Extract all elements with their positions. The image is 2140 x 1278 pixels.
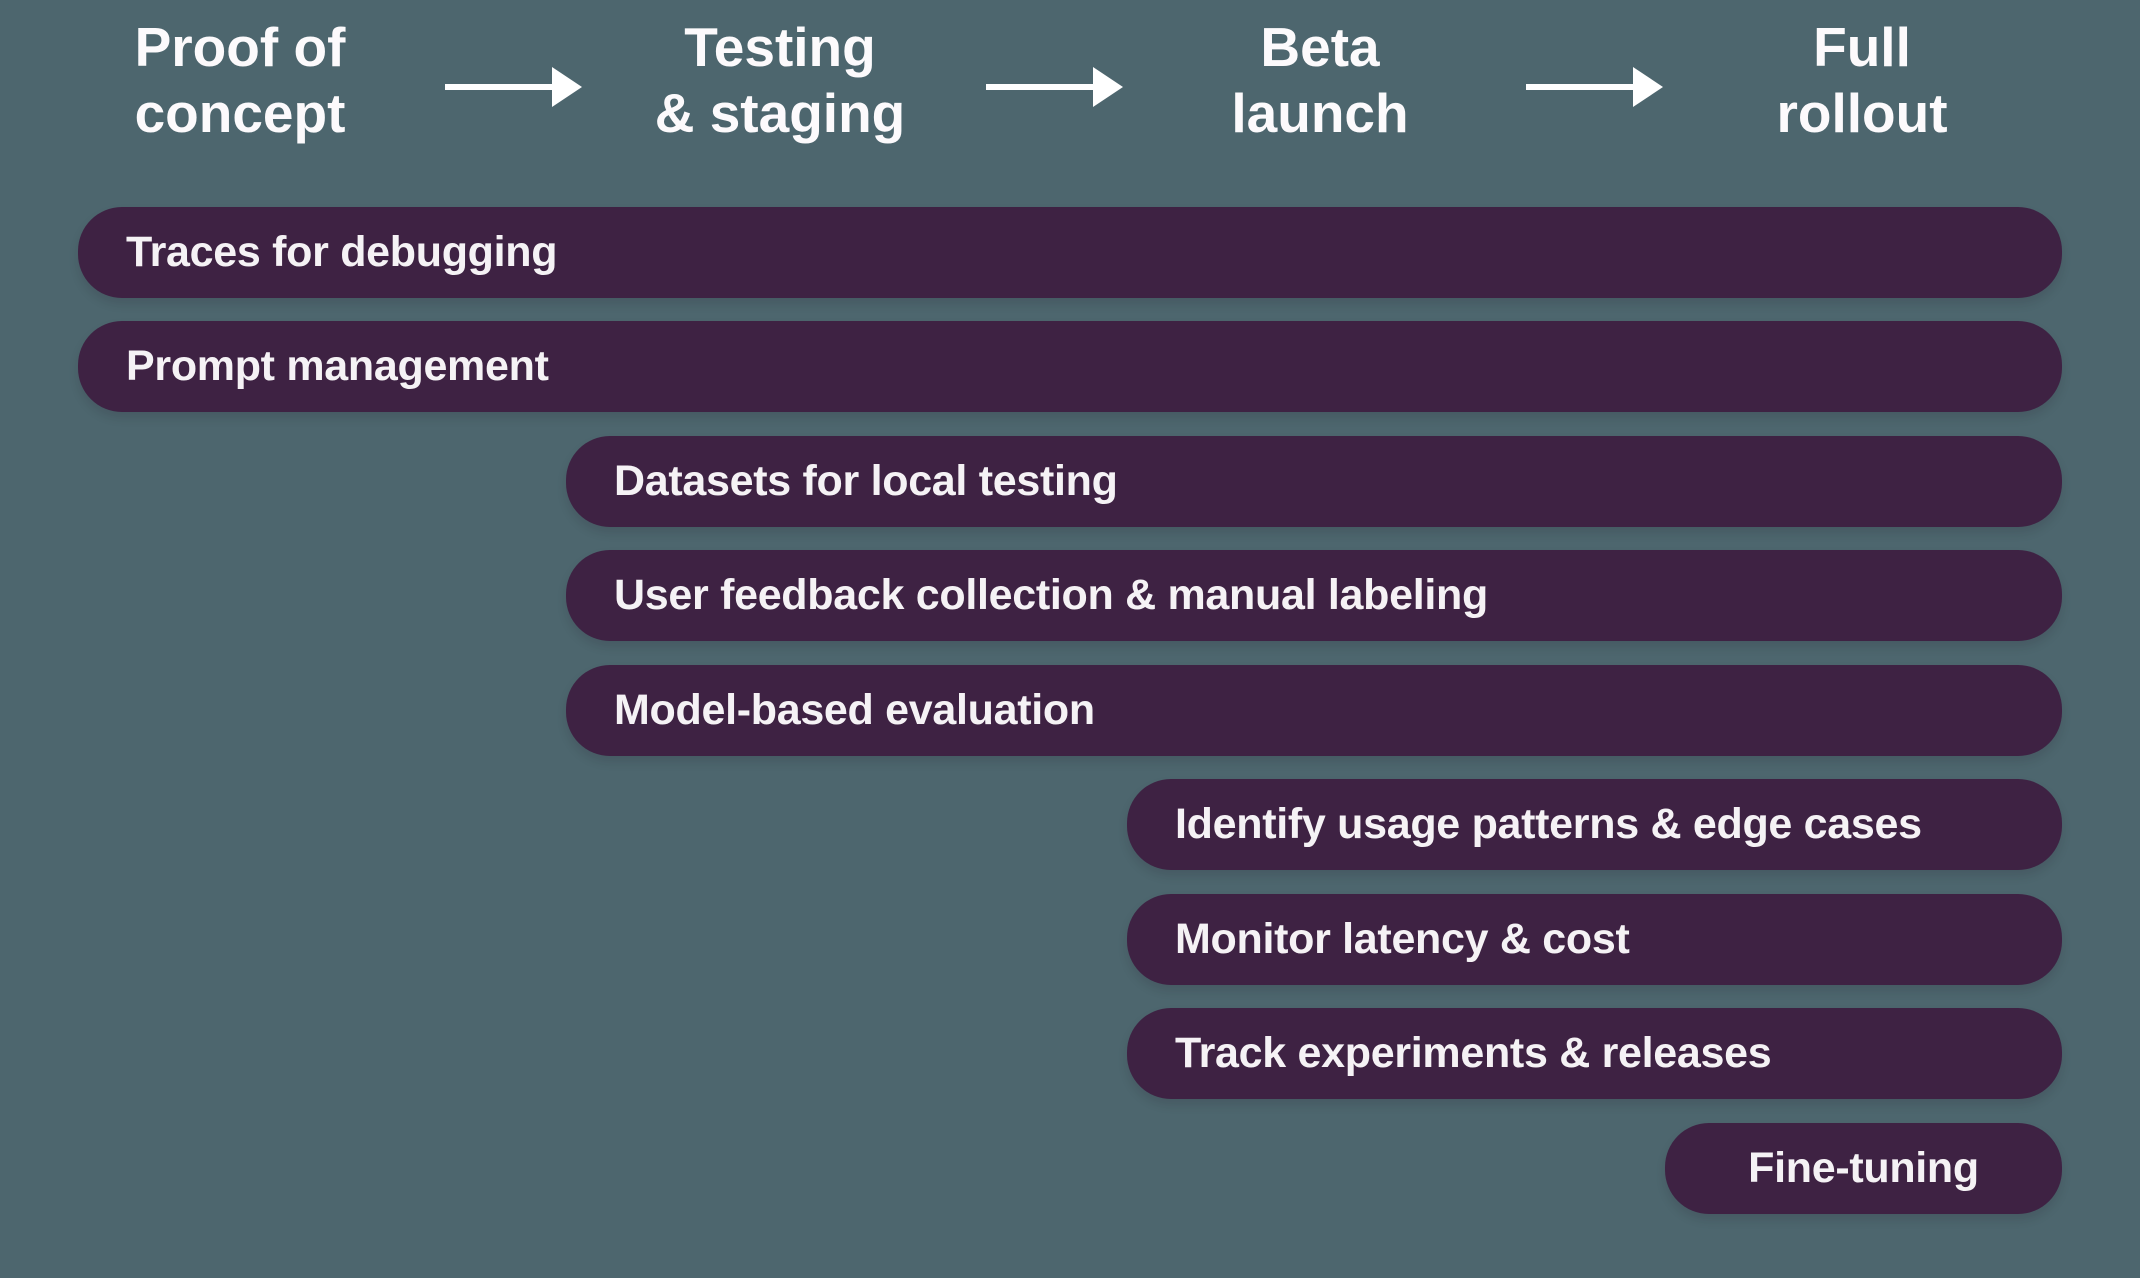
bar-label: Traces for debugging [126,228,558,276]
stage-label-proof-of-concept: Proof of concept [0,14,480,146]
bar-label: Model-based evaluation [614,686,1095,734]
stage-label-line: rollout [1776,82,1948,144]
timeline-bar-model-based-evaluation: Model-based evaluation [566,665,2062,756]
stage-label-line: Beta [1260,16,1380,78]
right-arrow-icon [1526,67,1663,107]
stage-label-line: Proof of [134,16,346,78]
stage-label-line: Full [1813,16,1911,78]
timeline-bar-track-experiments-releases: Track experiments & releases [1127,1008,2062,1099]
stage-label-line: Testing [684,16,876,78]
timeline-bar-datasets-for-local-testing: Datasets for local testing [566,436,2062,527]
timeline-bar-traces-for-debugging: Traces for debugging [78,207,2062,298]
bar-label: User feedback collection & manual labeli… [614,571,1488,619]
timeline-bar-prompt-management: Prompt management [78,321,2062,412]
stage-label-line: concept [134,82,346,144]
right-arrow-icon [986,67,1123,107]
timeline-bar-fine-tuning: Fine-tuning [1665,1123,2062,1214]
bar-label: Monitor latency & cost [1175,915,1630,963]
stage-label-line: & staging [654,82,906,144]
timeline-bar-monitor-latency-cost: Monitor latency & cost [1127,894,2062,985]
timeline-bar-user-feedback-collection: User feedback collection & manual labeli… [566,550,2062,641]
stage-label-beta-launch: Beta launch [1080,14,1560,146]
bar-label: Identify usage patterns & edge cases [1175,800,1922,848]
bar-label: Prompt management [126,342,549,390]
bar-label: Track experiments & releases [1175,1029,1772,1077]
stage-label-line: launch [1231,82,1409,144]
bar-label: Fine-tuning [1748,1144,1979,1192]
right-arrow-icon [445,67,582,107]
bar-label: Datasets for local testing [614,457,1118,505]
timeline-bar-identify-usage-patterns: Identify usage patterns & edge cases [1127,779,2062,870]
stage-label-full-rollout: Full rollout [1622,14,2102,146]
stage-label-testing-staging: Testing & staging [540,14,1020,146]
